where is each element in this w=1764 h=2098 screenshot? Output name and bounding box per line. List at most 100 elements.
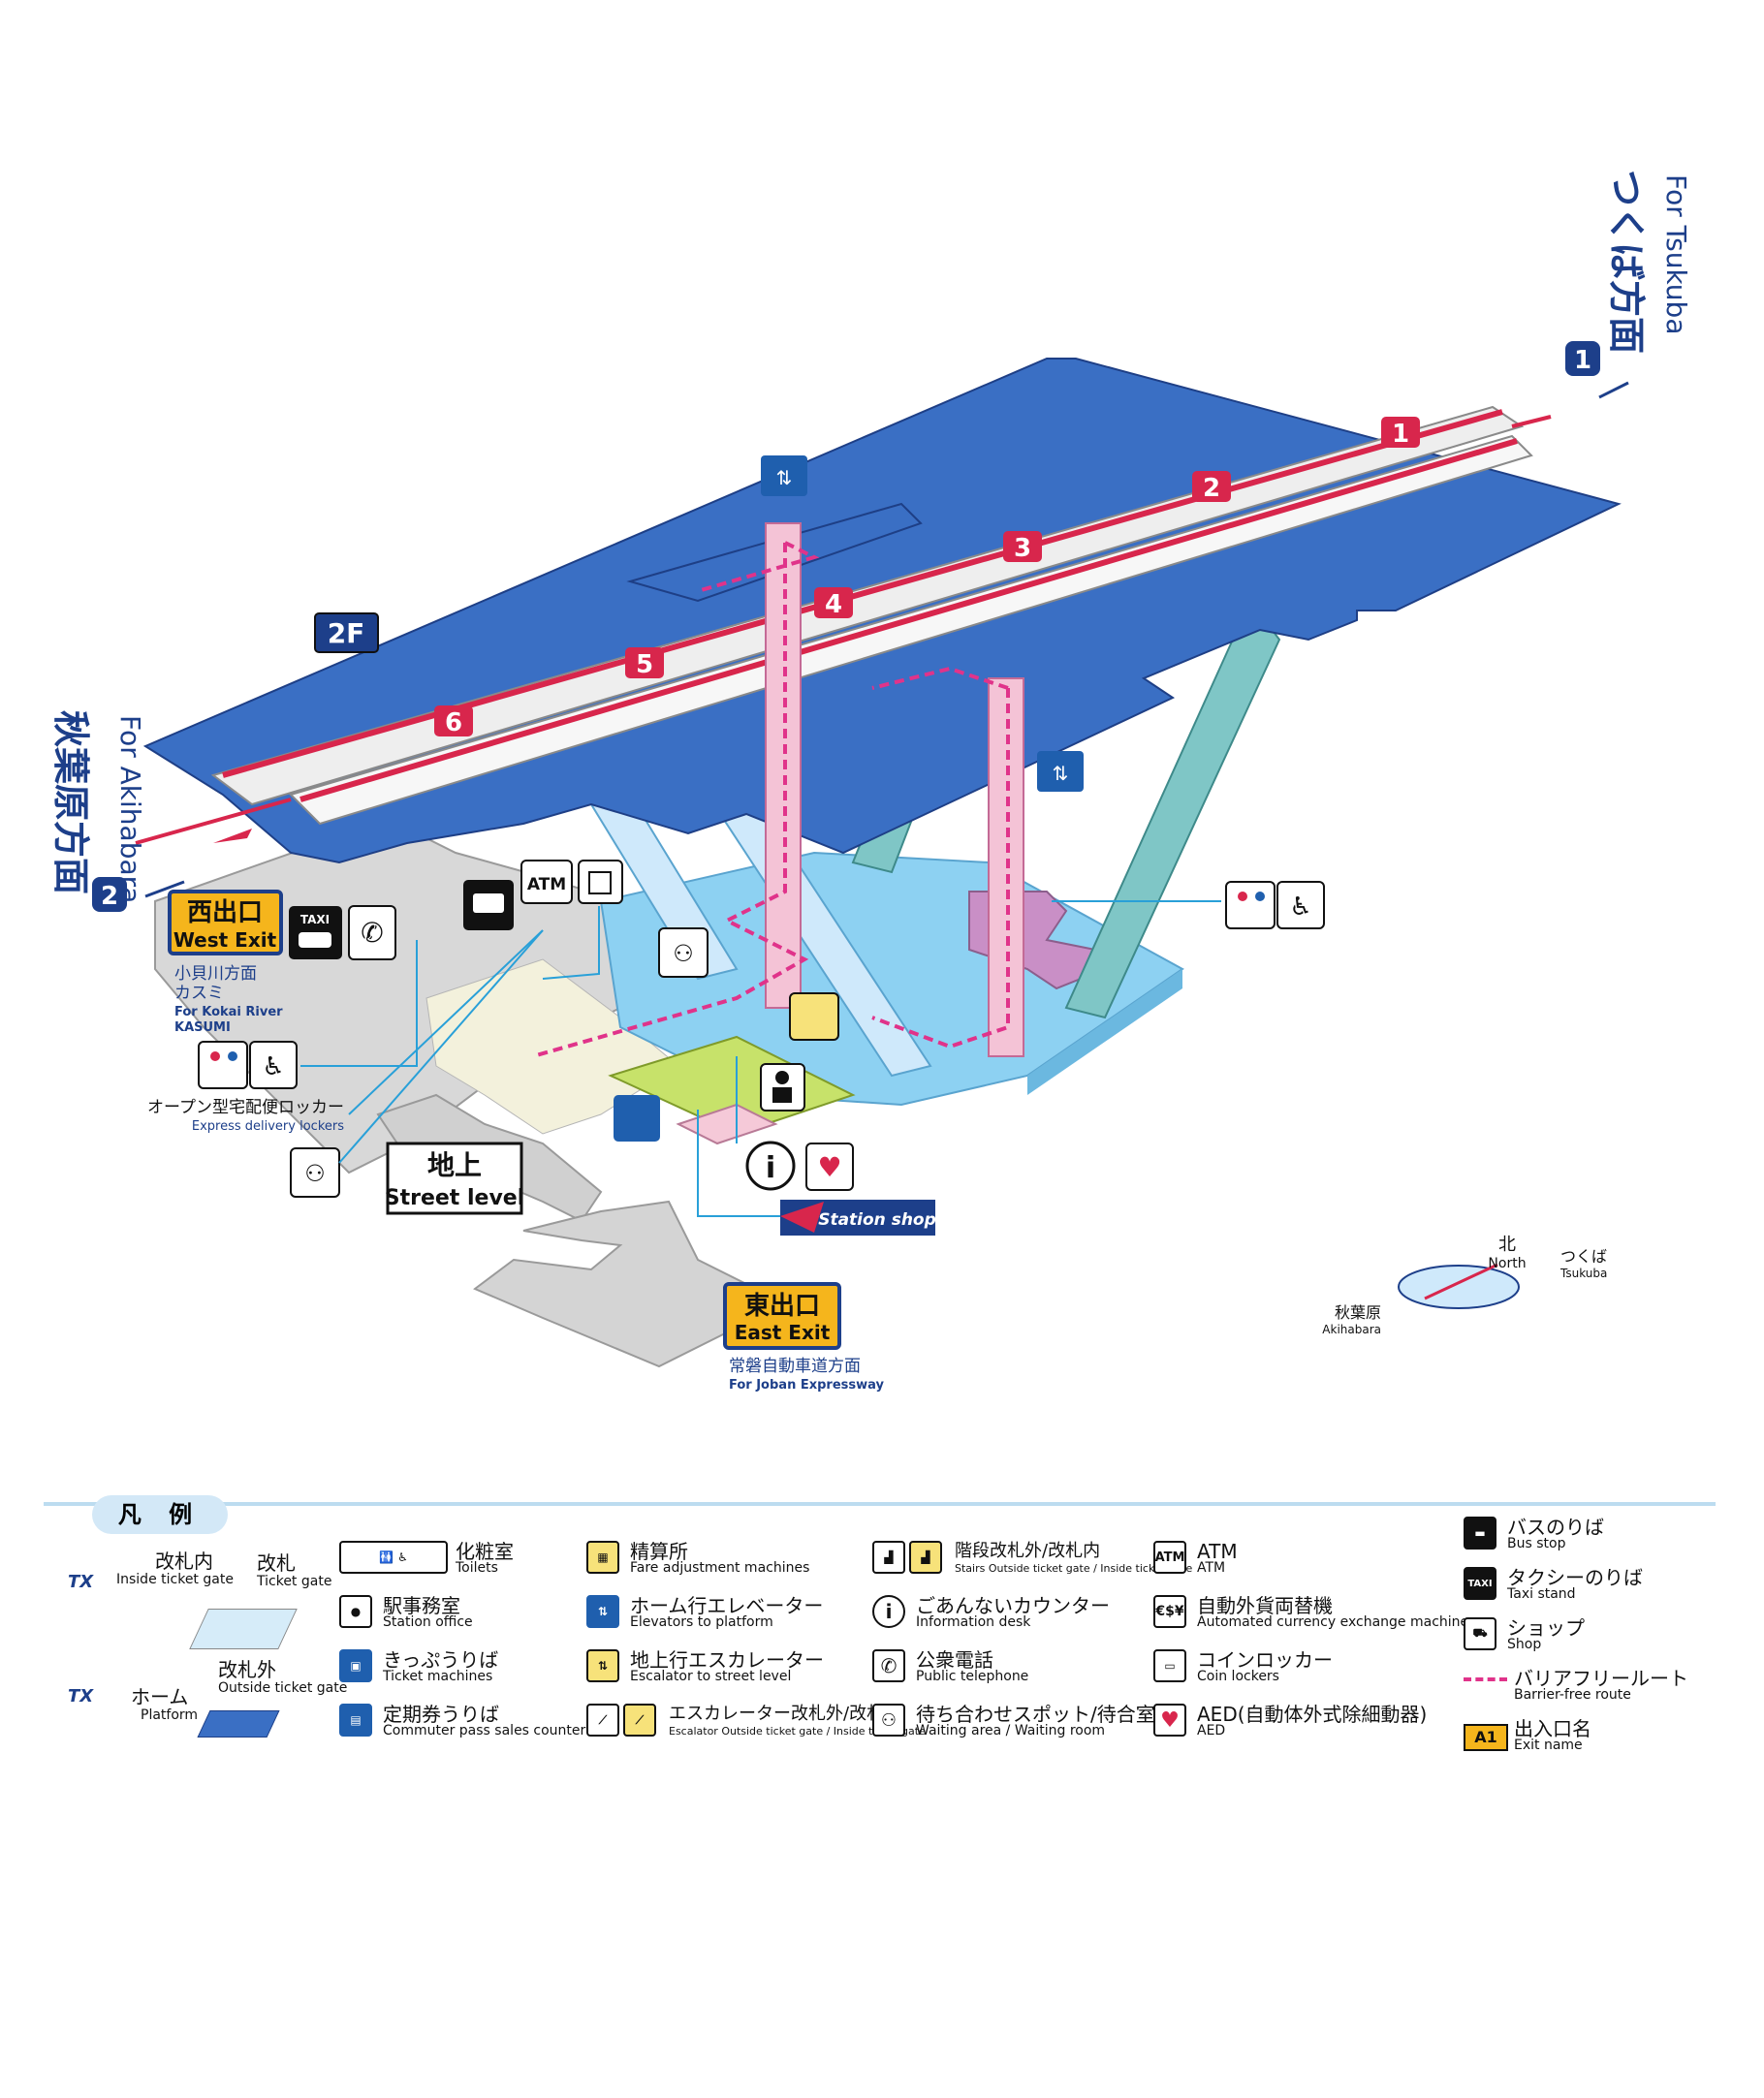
legend-taxi-ja: タクシーのりば: [1507, 1566, 1643, 1589]
legend-information-ja: ごあんないカウンター: [916, 1594, 1110, 1617]
street-level-sign: 地上 Street level: [385, 1142, 525, 1215]
legend-currency-exchange-ja: 自動外貨両替機: [1197, 1594, 1333, 1617]
svg-text:⇅: ⇅: [776, 466, 793, 489]
leader-lines: [300, 900, 1221, 1217]
shop-icon: ⛟: [1464, 1617, 1496, 1650]
waiting-area-icon: ⚇: [658, 927, 709, 978]
legend-toilets-ja: 化粧室: [456, 1540, 514, 1563]
legend-information-en: Information desk: [916, 1614, 1031, 1630]
svg-text:秋葉原: 秋葉原: [1335, 1303, 1381, 1322]
legend-title: 凡 例: [92, 1495, 228, 1534]
compass: 北 North つくば Tsukuba 秋葉原 Akihabara: [1322, 1235, 1607, 1336]
accessible-icon: ♿: [1276, 881, 1325, 929]
legend-phone-ja: 公衆電話: [916, 1648, 993, 1672]
legend-fare-adjustment-en: Fare adjustment machines: [630, 1560, 810, 1576]
legend-bus-ja: バスのりば: [1507, 1516, 1604, 1539]
commuter-pass-icon: ▤: [339, 1704, 372, 1737]
tsukuba-direction-en: For Tsukuba: [1660, 174, 1692, 334]
east-exit-en: East Exit: [735, 1321, 831, 1344]
west-exit-sub-ja2: カスミ: [174, 984, 224, 1003]
legend-outside-gate-ja: 改札外: [218, 1658, 276, 1681]
svg-text:地上: 地上: [427, 1149, 482, 1181]
stairs-outside-icon: ▟: [872, 1541, 905, 1574]
waiting-area-icon: ⚇: [290, 1147, 340, 1198]
escalator-inside-icon: ⟋: [623, 1704, 656, 1737]
legend-taxi-en: Taxi stand: [1507, 1586, 1576, 1602]
legend-stairs-ja: 階段改札外/改札内: [955, 1541, 1101, 1561]
svg-text:2F: 2F: [328, 617, 365, 649]
ticket-machines-icon: ▣: [339, 1649, 372, 1682]
legend-shop-ja: ショップ: [1507, 1616, 1585, 1640]
legend-elevator-en: Elevators to platform: [630, 1614, 773, 1630]
east-exit-sub-ja: 常磐自動車道方面: [729, 1357, 861, 1376]
elevator-icon: ⇅: [1037, 751, 1084, 792]
information-icon: i: [872, 1595, 905, 1628]
fare-adjustment-icon: ▦: [586, 1541, 619, 1574]
taxi-icon: TAXI: [289, 906, 342, 959]
fare-adjustment-icon: [789, 992, 839, 1041]
platform-2-badge: 2: [101, 882, 118, 911]
phone-icon: ✆: [872, 1649, 905, 1682]
elevator-icon: ⇅: [761, 455, 807, 496]
car-number-1: 1: [1392, 420, 1409, 449]
svg-text:⚇: ⚇: [673, 940, 694, 967]
station-office-icon: ●: [339, 1595, 372, 1628]
east-exit-sub-en: For Joban Expressway: [729, 1378, 885, 1393]
west-exit-en: West Exit: [173, 928, 277, 952]
west-exit-sign: 西出口 West Exit 小貝川方面 カスミ For Kokai River …: [168, 890, 283, 1035]
platform-1-badge: 1: [1574, 346, 1591, 375]
legend-escalator-gates-ja: エスカレーター改札外/改札内: [669, 1704, 902, 1724]
legend-bus-en: Bus stop: [1507, 1536, 1566, 1551]
stairs-inside-icon: ▟: [909, 1541, 942, 1574]
toilets-icon: [198, 1041, 248, 1089]
svg-text:North: North: [1488, 1256, 1526, 1271]
svg-text:Street level: Street level: [385, 1186, 525, 1210]
information-icon: i: [745, 1141, 796, 1191]
currency-exchange-icon: €$¥: [1153, 1595, 1186, 1628]
lockers-label-ja: オープン型宅配便ロッカー: [147, 1098, 344, 1117]
legend-exit-name-en: Exit name: [1514, 1738, 1583, 1753]
coin-locker-icon: [578, 860, 623, 904]
akihabara-direction-ja: 秋葉原方面: [49, 710, 92, 894]
station-shop-sign: Station shop: [780, 1200, 936, 1236]
legend-commuter-pass-ja: 定期券うりば: [383, 1703, 499, 1726]
station-office-icon: [760, 1063, 805, 1112]
legend-barrier-free-ja: バリアフリールート: [1514, 1667, 1688, 1690]
atm-icon: ATM: [1153, 1541, 1186, 1574]
svg-text:♿: ♿: [1289, 892, 1311, 922]
west-exit-sub-en2: KASUMI: [174, 1020, 231, 1035]
legend-elevator-ja: ホーム行エレベーター: [630, 1594, 824, 1617]
legend-aed-ja: AED(自動体外式除細動器): [1197, 1703, 1428, 1726]
legend-waiting-area-en: Waiting area / Waiting room: [916, 1723, 1106, 1738]
east-exit-ja: 東出口: [744, 1292, 820, 1321]
floor-label: 2F: [314, 612, 379, 653]
barrier-free-line-sample: [1464, 1677, 1507, 1681]
legend-exit-name-ja: 出入口名: [1514, 1717, 1591, 1740]
legend-escalator-gates-en: Escalator Outside ticket gate / Inside t…: [669, 1725, 926, 1738]
legend-aed-en: AED: [1197, 1723, 1226, 1738]
phone-icon: ✆: [348, 905, 396, 960]
tx-logo: TX: [68, 1686, 94, 1707]
legend-atm-en: ATM: [1197, 1560, 1226, 1576]
legend-station-office-ja: 駅事務室: [383, 1594, 460, 1617]
west-exit-sub-en1: For Kokai River: [174, 1005, 283, 1019]
lockers-label-en: Express delivery lockers: [192, 1119, 344, 1134]
legend-gates: TX 改札内 Inside ticket gate 改札 Ticket gate…: [58, 1550, 347, 1793]
barrier-free-route: [532, 541, 1010, 1058]
svg-text:北: 北: [1498, 1235, 1516, 1255]
tsukuba-direction-ja: つくば方面: [1605, 170, 1648, 354]
svg-text:✆: ✆: [361, 917, 383, 949]
akihabara-direction: For Akihabara 秋葉原方面 2: [49, 710, 185, 912]
legend-commuter-pass-en: Commuter pass sales counter: [383, 1723, 586, 1738]
legend-barrier-free-en: Barrier-free route: [1514, 1687, 1631, 1703]
tx-logo: TX: [68, 1572, 94, 1592]
escalator-outside-icon: ⟋: [586, 1704, 619, 1737]
car-number-4: 4: [825, 590, 842, 619]
west-exit-ja: 西出口: [187, 898, 263, 927]
coin-locker-icon: ▭: [1153, 1649, 1186, 1682]
legend-platform-shape: [197, 1710, 280, 1738]
accessible-icon: ♿: [249, 1041, 298, 1089]
car-number-badges: 1 2 3 4 5 6: [434, 417, 1420, 737]
svg-text:♥: ♥: [817, 1151, 841, 1183]
bus-icon: ▬: [1464, 1517, 1496, 1550]
